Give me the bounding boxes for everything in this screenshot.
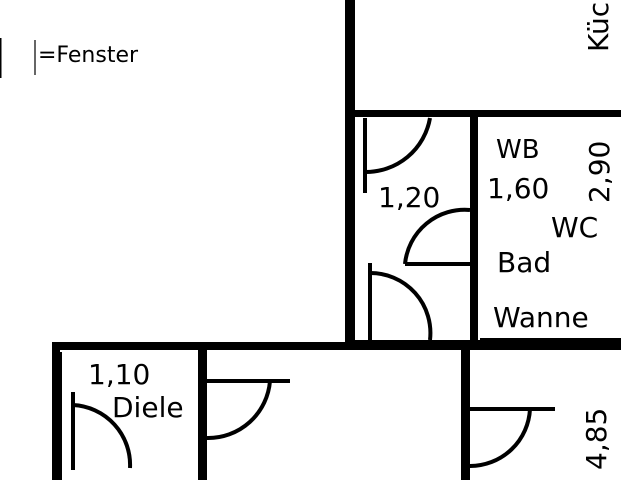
corridor-left-wall — [345, 110, 355, 350]
wb-label: WB — [496, 135, 540, 165]
door-bath-upper — [403, 207, 471, 266]
hall-dimension-label: 1,10 — [88, 358, 150, 391]
kitchen-left-wall — [345, 0, 355, 115]
wc-label: WC — [551, 211, 598, 244]
door-lower-right — [469, 407, 555, 469]
corridor-top-wall — [345, 110, 621, 117]
bath-dimension-label: 2,90 — [583, 141, 616, 203]
corridor-dimension-label: 1,20 — [378, 181, 440, 214]
door-hall — [71, 392, 133, 470]
lower-right-wall — [461, 350, 470, 480]
door-corridor-top — [363, 117, 432, 193]
wb-size-label: 1,60 — [487, 172, 549, 205]
hall-name-label: Diele — [112, 391, 184, 424]
legend-text: =Fenster — [38, 43, 139, 68]
bath-separator-inner — [478, 117, 480, 342]
bath-separator-wall — [470, 110, 480, 350]
bad-label: Bad — [497, 246, 551, 279]
wanne-label: Wanne — [493, 301, 589, 334]
hall-right-wall — [198, 350, 207, 480]
door-corridor-lower — [368, 263, 433, 341]
hall-top-wall — [52, 342, 472, 350]
kitchen-label: Küc — [582, 2, 615, 52]
legend-left-mark — [0, 38, 2, 78]
bath-bottom-inner-line — [480, 338, 621, 340]
hall-inner-left-line — [60, 352, 62, 480]
block-bottom-wall — [345, 340, 621, 350]
lower-right-dimension-label: 4,85 — [580, 408, 613, 470]
door-hall-right — [206, 379, 290, 441]
hall-left-wall — [52, 342, 60, 480]
